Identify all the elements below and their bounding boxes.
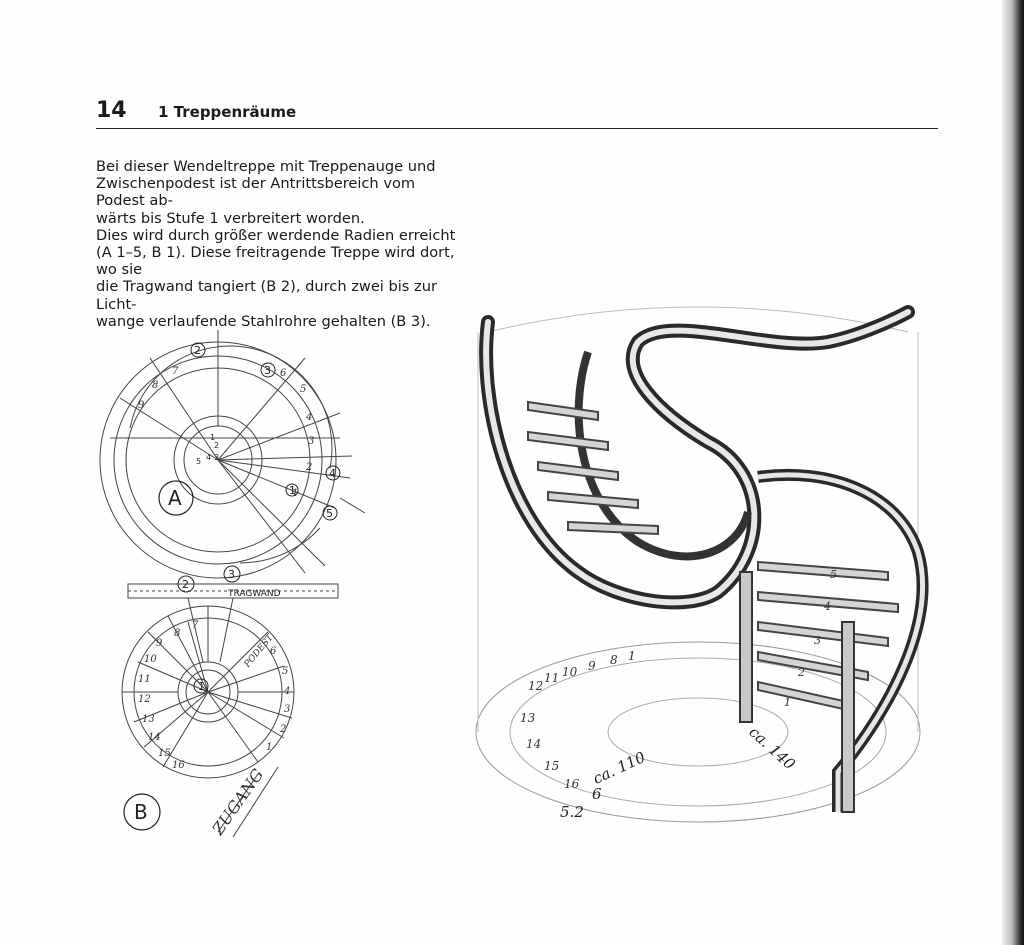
figure-a-step-number: 3 <box>308 436 314 447</box>
floor-step-number: 10 <box>562 665 578 679</box>
page-header: 14 1 Treppenräume <box>96 98 938 129</box>
floor-step-number: 11 <box>544 671 559 685</box>
figure-b-step-number: 11 <box>138 674 151 685</box>
figure-b-step-number: 1 <box>266 742 272 753</box>
zugang-label: ZUGANG <box>208 765 268 839</box>
figure-a-step-number: 2 <box>305 462 312 473</box>
figure-a-step-number: 7 <box>172 366 179 377</box>
figure-b-label: B <box>134 800 148 824</box>
floor-step-number: 8 <box>610 653 618 667</box>
dimension-ca-140: ca. 140 <box>745 723 799 774</box>
body-line: Bei dieser Wendeltreppe mit Treppenauge … <box>96 158 436 175</box>
figure-a-center-mark: 4 <box>206 453 211 462</box>
figure-a-step-number: 6 <box>280 368 287 379</box>
page-number: 14 <box>96 98 127 123</box>
figure-b-step-number: 10 <box>144 654 157 665</box>
dimension-5-2: 5.2 <box>560 803 584 821</box>
body-line: Dies wird durch größer werdende Radien e… <box>96 226 456 244</box>
floor-step-number: 14 <box>526 737 541 751</box>
body-line: (A 1–5, B 1). Diese freitragende Treppe … <box>96 244 455 279</box>
body-line: die Tragwand tangiert (B 2), durch zwei … <box>96 278 437 313</box>
figure-a-callout: 4 <box>329 467 336 480</box>
floor-step-number: 16 <box>564 777 580 791</box>
tragwand-label: TRAGWAND <box>227 589 281 599</box>
figure-a-step-number: 5 <box>300 384 306 395</box>
dimension-ca-110: ca. 110 <box>590 748 648 788</box>
figure-a-center-mark: 5 <box>196 457 201 466</box>
figure-a-step-number: 4 <box>305 412 312 423</box>
figure-a-step-number: 1 <box>292 488 298 499</box>
figure-b-step-number: 5 <box>282 666 288 677</box>
body-line: wärts bis Stufe 1 verbreitert worden. <box>96 209 365 227</box>
figure-b-step-number: 15 <box>158 748 171 759</box>
stair-step-number: 1 <box>784 696 791 709</box>
floor-step-number: 15 <box>544 759 559 773</box>
figure-b-step-number: 3 <box>284 704 290 715</box>
stair-step-number: 4 <box>823 600 831 613</box>
floor-step-number: 9 <box>588 659 596 673</box>
floor-step-number: 12 <box>528 679 543 693</box>
figure-a-callout: 1 <box>289 484 296 497</box>
figure-b-step-number: 14 <box>148 732 161 743</box>
figure-b-step-number: 6 <box>270 646 277 657</box>
figure-a-center-mark: 1 <box>210 433 215 442</box>
floor-step-number: 13 <box>520 711 536 725</box>
body-paragraph: Bei dieser Wendeltreppe mit Treppenauge … <box>96 158 468 330</box>
stair-step-number: 5 <box>830 568 837 581</box>
figure-b-callout: 1 <box>198 680 205 693</box>
figure-a-center-mark: 3 <box>214 453 219 462</box>
body-line: wange verlaufende Stahlrohre gehalten (B… <box>96 312 431 330</box>
chapter-title: 1 Treppenräume <box>158 103 297 121</box>
figure-b-step-number: 7 <box>192 620 199 631</box>
stair-step-number: 2 <box>797 666 805 679</box>
figure-a-callout: 5 <box>326 507 333 520</box>
figure-a-center-mark: 2 <box>214 441 219 450</box>
body-line: Zwischenpodest ist der Antrittsbereich v… <box>96 175 416 210</box>
figure-b-plan-sketch: 2 3 1 TRAGWAND PODEST 1 2 3 4 5 6 7 8 9 … <box>121 565 339 839</box>
figure-b-callout: 3 <box>228 568 235 581</box>
figure-a-step-number: 8 <box>152 380 158 391</box>
figure-b-step-number: 9 <box>156 638 163 649</box>
stair-step-number: 3 <box>814 634 821 647</box>
spiral-staircase-perspective-drawing: 5 4 3 2 1 12 11 10 9 8 1 13 14 15 16 ca.… <box>475 305 929 823</box>
dimension-6: 6 <box>592 785 602 803</box>
book-spine-shadow <box>1002 0 1024 945</box>
figure-b-step-number: 16 <box>172 760 185 771</box>
figure-b-step-number: 12 <box>138 694 151 705</box>
figure-a-label: A <box>168 486 182 510</box>
figure-a-step-number: 9 <box>138 400 145 411</box>
figure-b-step-number: 2 <box>279 724 286 735</box>
floor-step-number: 1 <box>628 649 636 663</box>
figure-a-plan-sketch: 2 3 4 5 1 9 8 7 6 5 4 3 2 1 1 2 5 4 3 <box>99 330 366 579</box>
figure-b-step-number: 8 <box>174 628 180 639</box>
figure-b-step-number: 13 <box>142 714 155 725</box>
figure-b-callout: 2 <box>182 578 189 591</box>
figure-b-step-number: 4 <box>283 686 290 697</box>
figure-a-callout: 2 <box>194 344 201 357</box>
figure-a-callout: 3 <box>264 364 271 377</box>
